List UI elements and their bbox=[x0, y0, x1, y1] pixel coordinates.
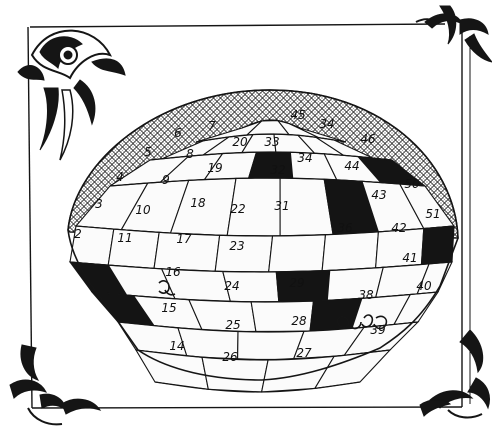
scroll-flourish-icon bbox=[416, 6, 492, 62]
cell-number: 10 bbox=[135, 203, 151, 217]
cell-number: 25 bbox=[225, 318, 240, 332]
cell-number: 14 bbox=[169, 339, 184, 353]
cell-number: 23 bbox=[229, 239, 244, 253]
cell-number: 7 bbox=[208, 119, 216, 133]
scroll-flourish-icon bbox=[10, 345, 100, 424]
grid-cell[interactable] bbox=[269, 235, 326, 272]
cell-number: 44 bbox=[344, 159, 359, 173]
cell-number: 9 bbox=[162, 173, 170, 187]
grid-cell[interactable] bbox=[322, 232, 378, 271]
cell-number: 34 bbox=[319, 117, 334, 131]
cell-number: 11 bbox=[117, 231, 132, 245]
cell-number: 38 bbox=[358, 288, 374, 302]
cell-number: 3 bbox=[95, 197, 103, 211]
shaded-cell[interactable] bbox=[421, 226, 454, 264]
scroll-flourish-icon bbox=[420, 330, 490, 417]
cell-number: 20 bbox=[232, 135, 248, 149]
cell-number: 17 bbox=[176, 232, 192, 246]
cell-number: 27 bbox=[296, 346, 312, 360]
cell-number: 51 bbox=[425, 207, 440, 221]
cell-number: 8 bbox=[186, 147, 194, 161]
grid-cell[interactable] bbox=[238, 331, 304, 359]
cell-number: 19 bbox=[207, 161, 222, 175]
cell-number: 15 bbox=[161, 301, 176, 315]
cell-number: 5 bbox=[144, 145, 152, 159]
cell-number: 18 bbox=[190, 196, 206, 210]
cell-number: 33 bbox=[264, 135, 279, 149]
cell-number: 4 bbox=[116, 170, 124, 184]
cell-number: 29 bbox=[289, 276, 304, 290]
cell-number: 46 bbox=[360, 132, 376, 146]
cell-number: 16 bbox=[165, 265, 181, 279]
cell-number: 24 bbox=[224, 279, 239, 293]
cell-number: 28 bbox=[291, 314, 307, 328]
cell-number: 32 bbox=[270, 163, 285, 177]
cell-number: 42 bbox=[391, 221, 406, 235]
cell-number: 36 bbox=[337, 221, 353, 235]
grid-cell[interactable] bbox=[327, 267, 383, 300]
floral-ornament-icon bbox=[18, 31, 125, 160]
cell-number: 6 bbox=[174, 126, 182, 140]
cell-number: 50 bbox=[404, 177, 420, 191]
cell-number: 22 bbox=[230, 202, 245, 216]
cell-number: 34 bbox=[297, 151, 312, 165]
cell-number: 2 bbox=[74, 227, 82, 241]
grid-cell[interactable] bbox=[108, 229, 159, 268]
cell-number: 39 bbox=[370, 323, 385, 337]
cell-number: 40 bbox=[416, 279, 432, 293]
cell-number: 31 bbox=[274, 199, 289, 213]
cell-number: 43 bbox=[371, 188, 386, 202]
cell-number: 41 bbox=[402, 251, 417, 265]
cell-number: 45 bbox=[290, 108, 305, 122]
cell-number: 26 bbox=[222, 350, 238, 364]
